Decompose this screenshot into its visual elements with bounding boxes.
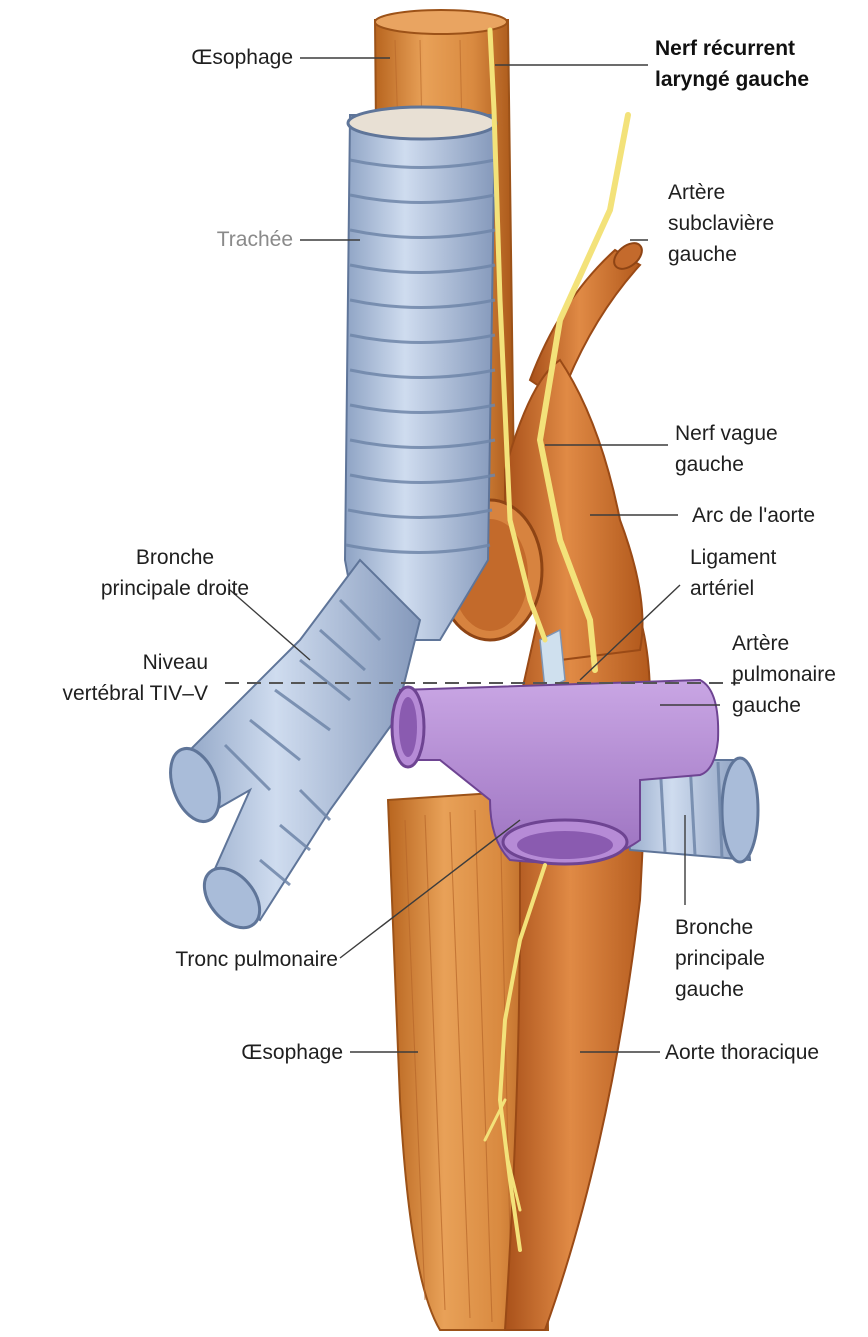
label-artere-pulmonaire: Artère pulmonaire gauche (732, 628, 836, 721)
label-aorte-thoracique: Aorte thoracique (665, 1037, 819, 1068)
trachea (345, 107, 496, 640)
label-niveau: Niveau vertébral TIV–V (62, 647, 208, 709)
label-oesophage-top: Œsophage (191, 42, 293, 73)
label-nerf-vague: Nerf vague gauche (675, 418, 778, 480)
label-ligament: Ligament artériel (690, 542, 776, 604)
label-arc-aorte: Arc de l'aorte (692, 500, 815, 531)
right-main-bronchus (161, 560, 420, 938)
label-trachee: Trachée (217, 224, 293, 255)
label-nerf-recurrent: Nerf récurrent laryngé gauche (655, 33, 809, 95)
label-bronche-droite: Bronche principale droite (75, 542, 275, 604)
label-tronc-pulmonaire: Tronc pulmonaire (175, 944, 338, 975)
label-bronche-gauche: Bronche principale gauche (675, 912, 765, 1005)
label-artere-subclaviere: Artère subclavière gauche (668, 177, 774, 270)
label-oesophage-bottom: Œsophage (241, 1037, 343, 1068)
